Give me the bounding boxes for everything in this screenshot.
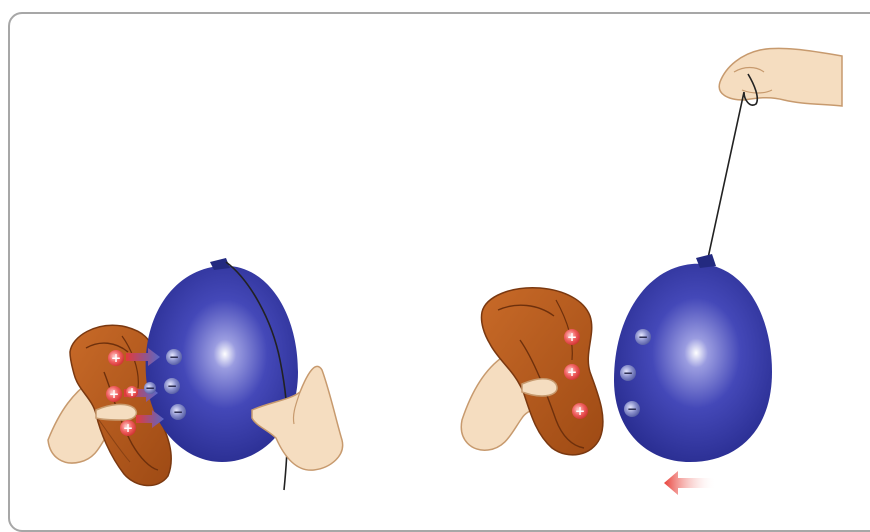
svg-text:−: − — [167, 379, 177, 393]
right-thumb — [522, 379, 557, 396]
svg-text:−: − — [173, 405, 183, 419]
svg-text:+: + — [111, 351, 121, 365]
svg-text:+: + — [109, 387, 119, 401]
svg-text:−: − — [627, 402, 637, 416]
svg-text:+: + — [127, 385, 137, 399]
svg-text:+: + — [567, 365, 577, 379]
negative-charge: − — [164, 378, 180, 394]
svg-text:−: − — [623, 366, 633, 380]
attraction-panel: + + + − − − — [461, 48, 842, 495]
positive-charge: + — [126, 385, 138, 399]
negative-charge: − — [624, 401, 640, 417]
positive-charge: + — [108, 350, 124, 366]
balloon-right — [614, 254, 772, 462]
negative-charge: − — [170, 404, 186, 420]
positive-charge: + — [120, 420, 136, 436]
negative-charge: − — [166, 349, 182, 365]
svg-text:+: + — [575, 404, 585, 418]
positive-charge: + — [572, 403, 588, 419]
top-hand — [719, 48, 842, 106]
negative-charge: − — [635, 329, 651, 345]
negative-charge: − — [144, 381, 156, 395]
positive-charge: + — [564, 364, 580, 380]
positive-charge: + — [564, 329, 580, 345]
svg-text:−: − — [169, 350, 179, 364]
svg-text:+: + — [123, 421, 133, 435]
negative-charge: − — [620, 365, 636, 381]
rubbing-panel: + + + + − − — [48, 258, 343, 490]
positive-charge: + — [106, 386, 122, 402]
svg-text:−: − — [145, 381, 155, 395]
svg-text:+: + — [567, 330, 577, 344]
attraction-arrow — [664, 471, 716, 495]
string-right — [708, 74, 757, 258]
svg-text:−: − — [638, 330, 648, 344]
